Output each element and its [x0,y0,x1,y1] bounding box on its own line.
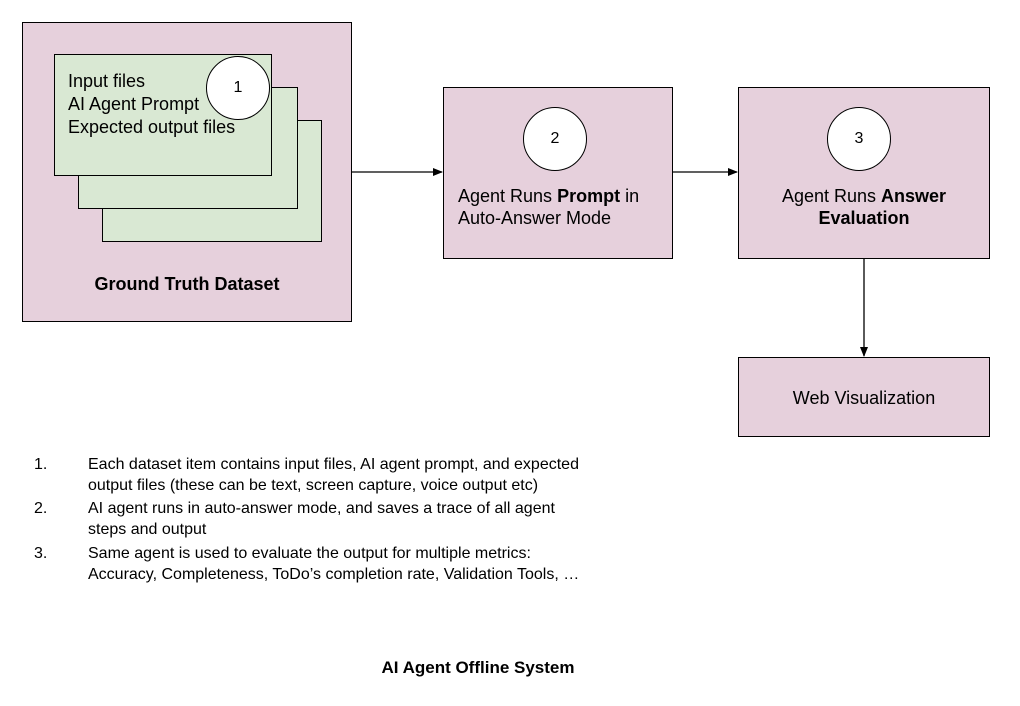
card-line-input-files: Input files [68,71,146,91]
diagram-footer-title: AI Agent Offline System [381,658,575,677]
note-2-line-2: steps and output [88,521,207,538]
step-3-label-plain: Agent Runs [781,186,882,206]
step-2-circle: 2 [523,107,587,171]
ground-truth-dataset-title: Ground Truth Dataset [94,274,280,294]
step-1-circle: 1 [206,56,270,120]
step-2-label-part-2: in [620,186,640,206]
note-3-line-1: Same agent is used to evaluate the outpu… [88,545,531,562]
step-2-label-prompt: Prompt [557,186,621,206]
note-2-number: 2. [34,500,48,517]
card-line-ai-agent-prompt: AI Agent Prompt [68,94,200,114]
step-2-label-part-1: Agent Runs [458,186,558,206]
card-line-expected-output-files: Expected output files [68,117,236,137]
note-2-line-1: AI agent runs in auto-answer mode, and s… [88,500,555,517]
note-1-line-1: Each dataset item contains input files, … [88,456,579,473]
step-3-label-answer: Answer [881,186,947,206]
step-2-label: Agent Runs Prompt in [458,185,668,207]
note-3-number: 3. [34,545,48,562]
step-2-label-line-2: Auto-Answer Mode [458,208,612,228]
note-1-line-2: output files (these can be text, screen … [88,477,539,494]
step-3-label: Agent Runs Answer [738,185,990,207]
step-3-circle: 3 [827,107,891,171]
web-visualization-box [738,357,990,437]
note-3-line-2: Accuracy, Completeness, ToDo’s completio… [88,566,580,583]
step-3-label-evaluation: Evaluation [818,208,910,228]
note-1-number: 1. [34,456,48,473]
web-visualization-label: Web Visualization [792,388,936,408]
